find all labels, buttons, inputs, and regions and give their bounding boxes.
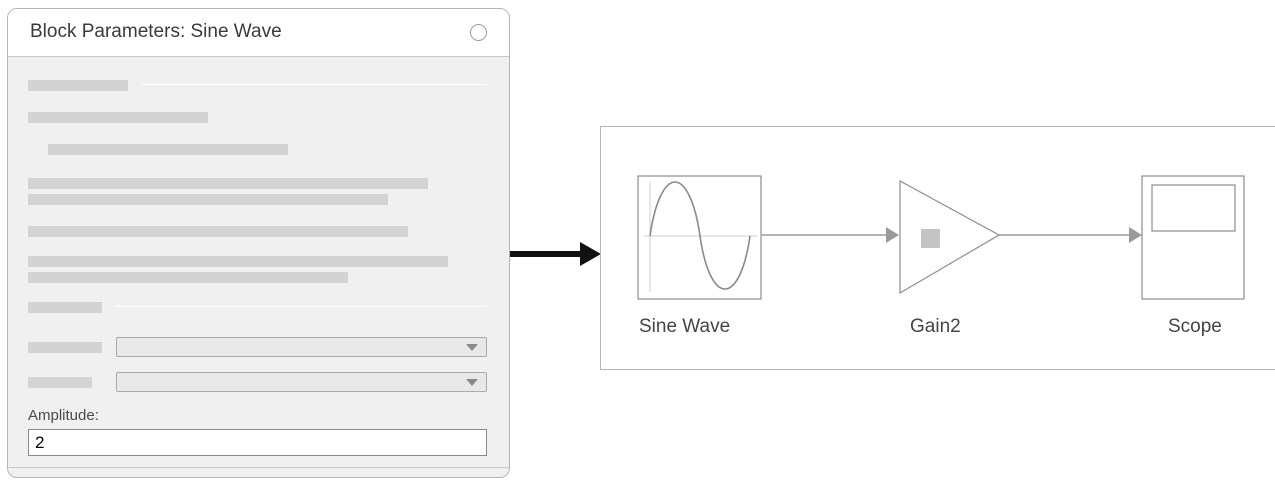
gain-block[interactable] [899, 179, 1001, 295]
input-port-arrow-icon [1129, 227, 1142, 243]
sine-wave-icon [649, 181, 751, 290]
placeholder-text [48, 144, 288, 155]
placeholder-text [28, 302, 102, 313]
arrow-right-icon [510, 242, 601, 266]
placeholder-text [28, 178, 428, 189]
section-divider [141, 84, 487, 85]
scope-screen-icon [1151, 184, 1236, 232]
dialog-titlebar[interactable]: Block Parameters: Sine Wave [8, 9, 509, 57]
placeholder-text [28, 112, 208, 123]
placeholder-text [28, 256, 448, 267]
placeholder-text [28, 194, 388, 205]
scope-block[interactable] [1141, 175, 1245, 300]
dialog-footer-divider [8, 467, 509, 468]
placeholder-text [28, 226, 408, 237]
placeholder-text [28, 80, 128, 91]
gain-triangle-icon [899, 179, 1001, 295]
input-port-arrow-icon [886, 227, 899, 243]
model-diagram [637, 175, 1245, 300]
block-parameters-dialog: Block Parameters: Sine Wave Amplitude: [7, 8, 510, 478]
amplitude-label: Amplitude: [28, 407, 99, 424]
placeholder-label [28, 342, 102, 353]
scope-label: Scope [1168, 316, 1222, 337]
placeholder-text [28, 272, 348, 283]
section-divider [116, 306, 487, 307]
sine-wave-block[interactable] [637, 175, 762, 300]
parameter-dropdown-2[interactable] [116, 372, 487, 392]
placeholder-label [28, 377, 92, 388]
dialog-title: Block Parameters: Sine Wave [30, 21, 282, 42]
sine-wave-label: Sine Wave [639, 316, 731, 337]
amplitude-input[interactable] [28, 429, 487, 456]
close-circle-icon[interactable] [470, 24, 487, 41]
gain-label: Gain2 [910, 316, 961, 337]
parameter-dropdown-1[interactable] [116, 337, 487, 357]
model-canvas[interactable]: Sine Wave Gain2 Scope [600, 126, 1275, 370]
chevron-down-icon [466, 344, 478, 351]
chevron-down-icon [466, 379, 478, 386]
